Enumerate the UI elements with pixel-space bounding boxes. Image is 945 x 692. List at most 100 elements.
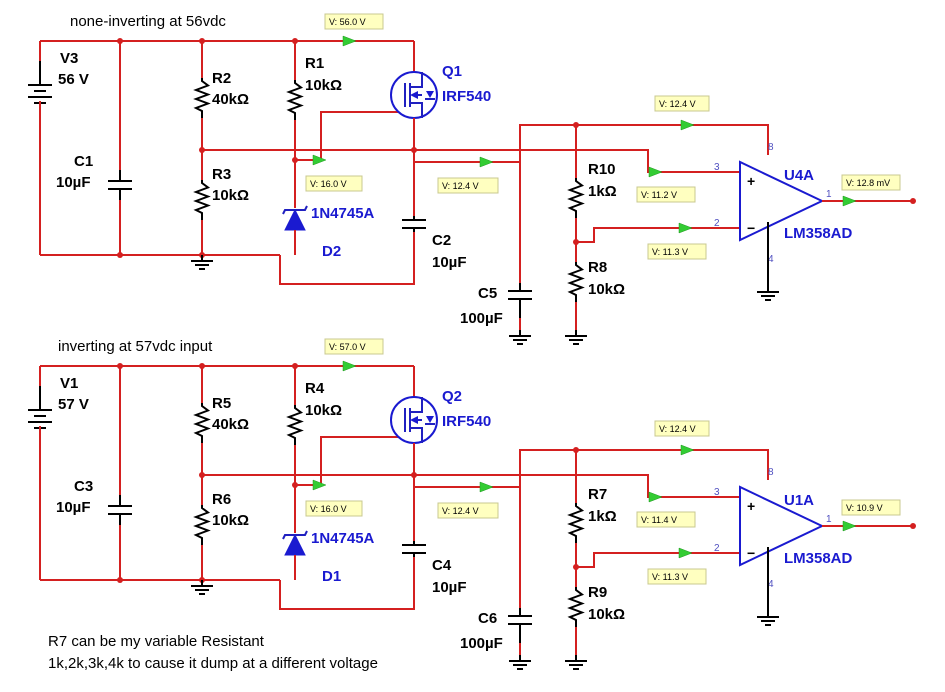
probe-value: V: 11.3 V	[652, 247, 688, 257]
probe-value: V: 16.0 V	[310, 179, 347, 189]
pin-number: 4	[768, 579, 774, 590]
probe-box	[437, 177, 499, 194]
ground-icon	[509, 330, 531, 345]
current-arrow-icon	[648, 491, 663, 503]
source-value: 57 V	[58, 396, 89, 413]
cap-in-ref: C3	[74, 478, 93, 495]
voltage-probe: V: 10.9 V	[841, 499, 901, 516]
resistor-icon	[193, 403, 211, 443]
pin-number: 3	[714, 487, 720, 498]
probe-box	[841, 174, 901, 191]
pin-number: 4	[768, 254, 774, 265]
current-arrow-icon	[312, 154, 327, 166]
opamp-body	[739, 160, 825, 242]
r-bot-value: 10kΩ	[212, 187, 249, 204]
pin-number: 2	[714, 543, 720, 554]
r-div-bot-value: 10kΩ	[588, 606, 625, 623]
wire	[576, 227, 740, 243]
cap-big-ref: C5	[478, 285, 497, 302]
wire	[295, 110, 415, 161]
current-arrow-icon	[842, 520, 857, 532]
voltage-probe: V: 12.4 V	[437, 502, 499, 519]
current-arrow-icon	[680, 444, 695, 456]
r-bot-ref: R3	[212, 166, 231, 183]
current-arrow-icon	[680, 119, 695, 131]
junction-dot	[910, 523, 916, 529]
probe-box	[636, 186, 696, 203]
probe-box	[324, 338, 384, 355]
current-arrow-icon	[479, 481, 494, 493]
probe-value: V: 12.4 V	[442, 506, 479, 516]
r-div-top-ref: R10	[588, 161, 616, 178]
ground-icon	[757, 611, 779, 626]
voltage-probe: V: 12.8 mV	[841, 174, 901, 191]
pin-number: 3	[714, 162, 720, 173]
probe-box	[647, 243, 707, 260]
probe-box	[324, 13, 384, 30]
zener-diode-icon	[282, 530, 308, 556]
probe-box	[305, 175, 363, 192]
resistor-icon	[193, 78, 211, 118]
cap-in-value: 10µF	[56, 174, 91, 191]
ground-icon	[757, 286, 779, 301]
zener-part: 1N4745A	[311, 205, 375, 222]
r-bot-ref: R6	[212, 491, 231, 508]
probe-value: V: 12.4 V	[442, 181, 479, 191]
pin-number: 2	[714, 218, 720, 229]
current-arrow-icon	[678, 222, 693, 234]
r-top-value: 40kΩ	[212, 91, 249, 108]
opamp-icon: +−	[739, 160, 825, 242]
pin-number: 8	[768, 467, 774, 478]
battery-icon	[28, 386, 52, 429]
resistor-icon	[193, 505, 211, 545]
resistor-icon	[567, 587, 585, 627]
mosfet-drain	[410, 72, 423, 88]
wire	[519, 124, 769, 162]
r-div-top-ref: R7	[588, 486, 607, 503]
opamp-minus-sign: −	[747, 220, 755, 236]
probe-value: V: 12.8 mV	[846, 178, 890, 188]
r-gate-ref: R1	[305, 55, 324, 72]
r-gate-value: 10kΩ	[305, 402, 342, 419]
mosfet-arrow	[410, 416, 418, 424]
zener-ref: D1	[322, 568, 341, 585]
pin-number: 1	[826, 189, 832, 200]
mosfet-source	[410, 102, 423, 118]
mosfet-icon	[390, 396, 438, 444]
notes: R7 can be my variable Resistant1k,2k,3k,…	[48, 633, 378, 672]
probe-box	[636, 511, 696, 528]
source-ref: V3	[60, 50, 78, 67]
voltage-probe: V: 12.4 V	[654, 95, 710, 112]
ground-icon	[191, 580, 213, 595]
wire	[279, 232, 415, 285]
wire	[576, 552, 740, 568]
r-bot-value: 10kΩ	[212, 512, 249, 529]
note-line: 1k,2k,3k,4k to cause it dump at a differ…	[48, 655, 378, 672]
cap-big-value: 100µF	[460, 635, 503, 652]
wire	[279, 557, 415, 610]
zener-body	[284, 208, 306, 231]
r-gate-ref: R4	[305, 380, 325, 397]
r-gate-value: 10kΩ	[305, 77, 342, 94]
probe-value: V: 11.4 V	[641, 515, 677, 525]
mosfet-drain	[410, 397, 423, 413]
probe-box	[841, 499, 901, 516]
resistor-icon	[567, 503, 585, 543]
wire	[202, 474, 740, 498]
cap-out-value: 10µF	[432, 579, 467, 596]
source-value: 56 V	[58, 71, 89, 88]
current-arrow-icon	[678, 547, 693, 559]
zener-body	[284, 533, 306, 556]
mosfet-part: IRF540	[442, 413, 491, 430]
probe-value: V: 12.4 V	[659, 99, 696, 109]
current-arrow-icon	[479, 156, 494, 168]
current-arrow-icon	[342, 35, 357, 47]
voltage-probe: V: 57.0 V	[324, 338, 384, 355]
opamp-part: LM358AD	[784, 550, 853, 567]
voltage-probe: V: 12.4 V	[437, 177, 499, 194]
probe-box	[654, 95, 710, 112]
wire	[295, 435, 415, 486]
current-arrow-icon	[842, 195, 857, 207]
